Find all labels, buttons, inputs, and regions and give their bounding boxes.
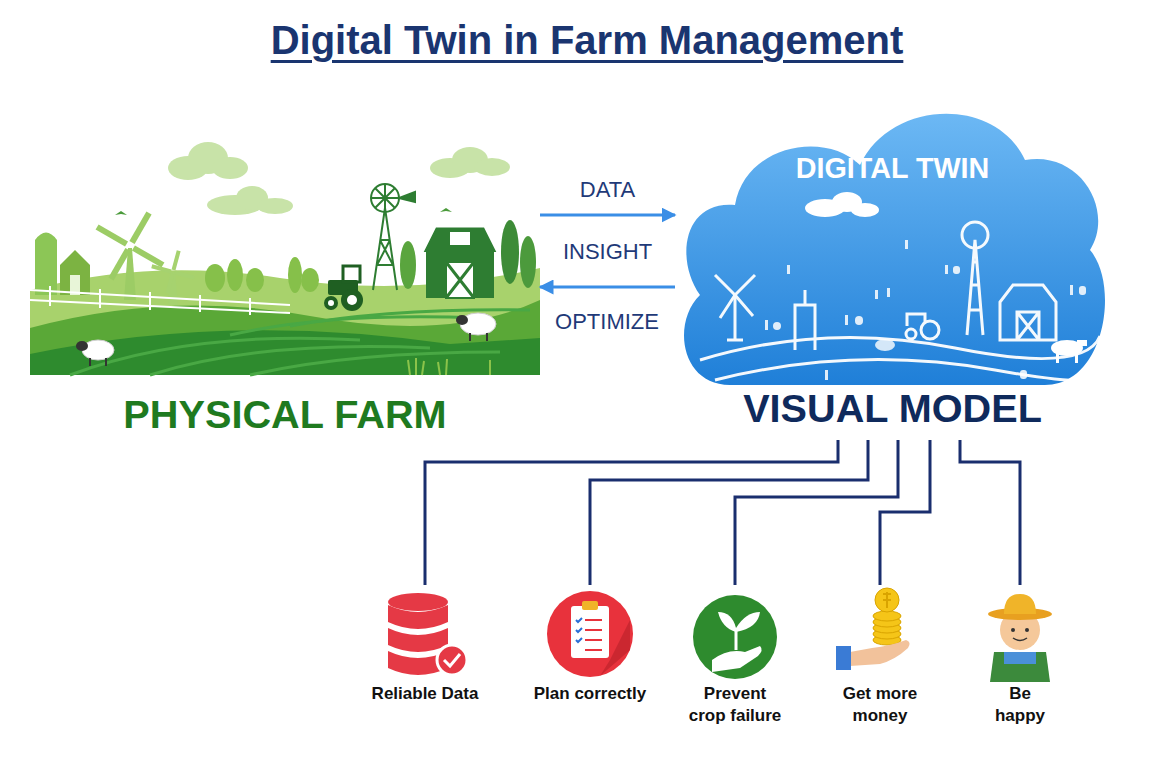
farm-illustration	[30, 142, 540, 375]
plant-icon	[693, 595, 777, 679]
farmer-icon	[988, 594, 1052, 682]
database-icon	[388, 593, 467, 675]
benefit-label: Plan correctly	[520, 683, 660, 705]
benefit-label: Get more money	[824, 683, 936, 727]
benefit-node: Reliable Data	[355, 585, 495, 705]
section-heading: PHYSICAL FARM	[30, 392, 540, 438]
checklist-icon	[547, 591, 633, 677]
branch-line	[590, 440, 868, 585]
diagram-title: Digital Twin in Farm Management	[0, 18, 1174, 63]
flow-arrow	[540, 214, 675, 217]
branch-line	[735, 440, 898, 585]
cloud-title: DIGITAL TWIN	[675, 152, 1110, 185]
flow-label: DATA	[577, 177, 638, 203]
benefit-node: Be happy	[989, 585, 1051, 727]
twin-illustration	[700, 192, 1104, 381]
flow-arrow	[540, 286, 675, 289]
branch-line	[960, 440, 1020, 585]
flow-label: OPTIMIZE	[552, 309, 662, 335]
cloud-node: DIGITAL TWIN VISUAL MODEL	[675, 90, 1110, 440]
flow-label: INSIGHT	[560, 239, 655, 265]
benefit-label: Prevent crop failure	[685, 683, 785, 727]
benefit-node: Plan correctly	[520, 585, 660, 705]
benefit-node: Prevent crop failure	[685, 585, 785, 727]
section-heading: VISUAL MODEL	[675, 386, 1110, 432]
benefit-label: Reliable Data	[355, 683, 495, 705]
branch-line	[425, 440, 838, 585]
money-icon	[836, 588, 910, 670]
farm-node: PHYSICAL FARM	[30, 140, 540, 440]
benefit-node: Get more money	[824, 585, 936, 727]
benefit-label: Be happy	[989, 683, 1051, 727]
branch-line	[880, 440, 930, 585]
